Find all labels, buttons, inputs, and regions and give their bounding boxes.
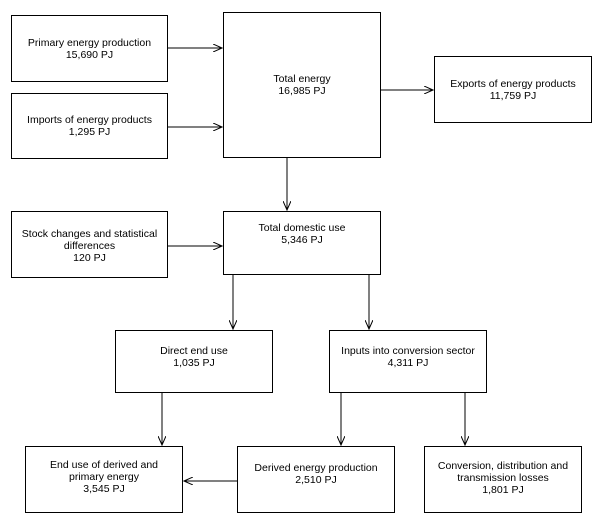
node-value: 3,545 PJ	[83, 483, 125, 495]
node-label-line2: primary energy	[68, 471, 140, 483]
node-total-energy: Total energy 16,985 PJ	[223, 12, 381, 158]
node-imports-of-energy-products: Imports of energy products 1,295 PJ	[11, 93, 168, 159]
node-end-use-derived-primary: End use of derived and primary energy 3,…	[25, 446, 183, 513]
node-exports-of-energy-products: Exports of energy products 11,759 PJ	[434, 56, 592, 123]
node-conversion-losses: Conversion, distribution and transmissio…	[424, 446, 582, 513]
node-direct-end-use: Direct end use 1,035 PJ	[115, 330, 273, 393]
node-derived-energy-production: Derived energy production 2,510 PJ	[237, 446, 395, 513]
node-label: Primary energy production	[27, 36, 152, 49]
node-label: Total domestic use	[258, 222, 346, 234]
node-stock-changes: Stock changes and statistical difference…	[11, 211, 168, 278]
node-value: 5,346 PJ	[281, 234, 323, 246]
node-value: 15,690 PJ	[65, 48, 114, 61]
node-label: Direct end use	[160, 345, 228, 357]
node-value: 2,510 PJ	[295, 474, 337, 486]
node-value: 4,311 PJ	[387, 357, 429, 369]
node-label-line2: transmission losses	[457, 472, 549, 484]
node-label: Imports of energy products	[27, 114, 152, 126]
node-label: Derived energy production	[254, 462, 378, 474]
node-value: 1,035 PJ	[173, 357, 215, 369]
node-value: 1,295 PJ	[68, 126, 111, 138]
node-label-line1: Conversion, distribution and	[437, 460, 569, 472]
node-label: Exports of energy products	[450, 77, 576, 90]
node-value: 120 PJ	[73, 251, 106, 264]
node-value: 1,801 PJ	[482, 484, 524, 496]
node-label-line1: End use of derived and	[50, 459, 158, 471]
node-value: 16,985 PJ	[278, 85, 326, 97]
node-label-line2: differences	[63, 239, 116, 252]
node-inputs-into-conversion-sector: Inputs into conversion sector 4,311 PJ	[329, 330, 487, 393]
node-value: 11,759 PJ	[489, 89, 537, 102]
node-label-line1: Stock changes and statistical	[21, 227, 158, 240]
node-label: Total energy	[273, 73, 331, 85]
node-label: Inputs into conversion sector	[341, 345, 475, 357]
node-primary-energy-production: Primary energy production 15,690 PJ	[11, 15, 168, 82]
node-total-domestic-use: Total domestic use 5,346 PJ	[223, 211, 381, 275]
